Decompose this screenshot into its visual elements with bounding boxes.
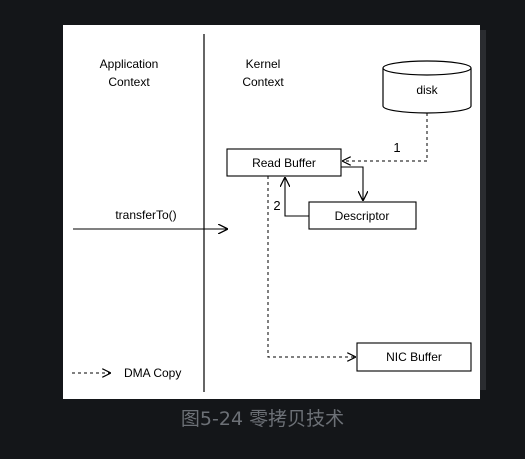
application-context-label-line1: Application [100,57,159,71]
dma-disk-to-read-buffer-arrow [343,113,428,161]
kernel-context-label-line1: Kernel [246,57,281,71]
disk-label: disk [416,83,438,97]
figure-caption: 图5-24 零拷贝技术 [180,408,345,430]
kernel-context-label-line2: Context [242,75,284,89]
read-buffer-box [226,148,342,177]
descriptor-label: Descriptor [335,209,390,223]
dma-read-buffer-to-nic-arrow [267,176,355,357]
disk-icon [382,60,472,114]
application-context-label-line2: Context [108,75,150,89]
step-1-label: 1 [393,140,400,155]
step-2-label: 2 [273,198,280,213]
nic-buffer-label: NIC Buffer [386,350,442,364]
transfer-to-label: transferTo() [115,208,176,222]
descriptor-to-read-buffer-arrow [285,178,309,217]
nic-buffer-box [356,342,472,372]
read-buffer-to-descriptor-arrow [341,166,363,200]
panel-shadow [476,30,486,390]
read-buffer-label: Read Buffer [252,156,316,170]
legend-label: DMA Copy [124,366,181,380]
